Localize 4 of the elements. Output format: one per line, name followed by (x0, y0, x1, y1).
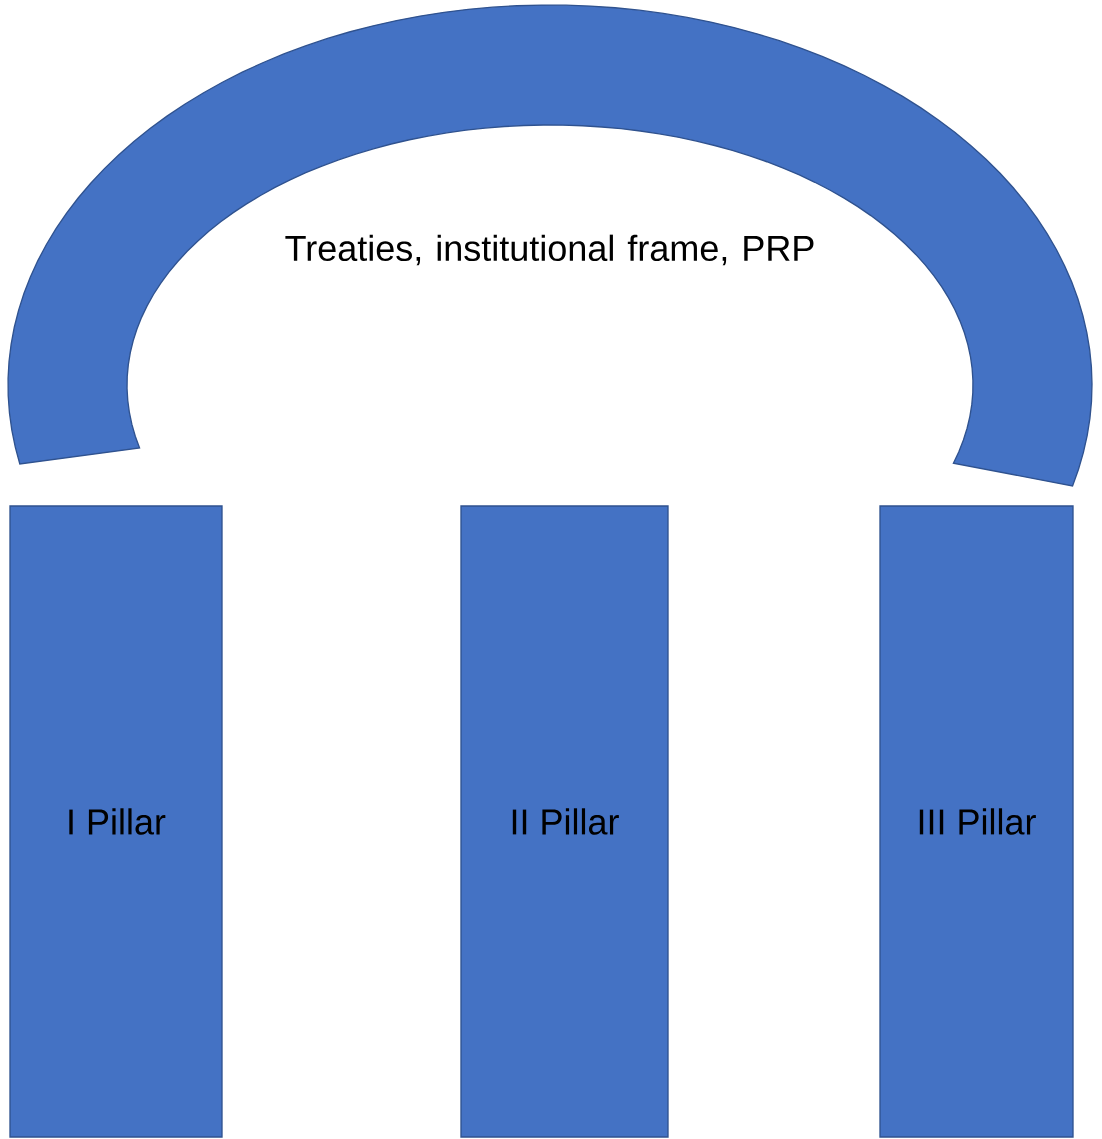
pillar-box: I Pillar (9, 505, 223, 1138)
pillar-box: III Pillar (879, 505, 1074, 1138)
arch-band: Treaties, institutional frame, PRP (7, 4, 1093, 487)
pillar-box: II Pillar (460, 505, 669, 1138)
